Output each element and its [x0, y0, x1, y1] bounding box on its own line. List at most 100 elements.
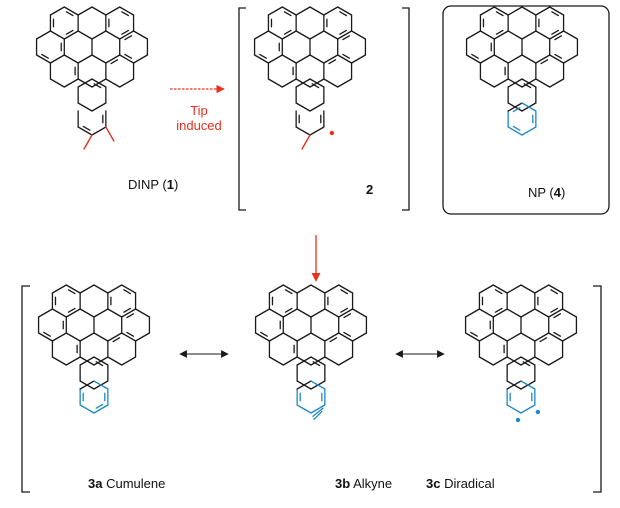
ring-bond [309, 126, 325, 136]
bracket-right-2 [402, 7, 410, 211]
np-box [442, 5, 610, 215]
double-bond [340, 307, 349, 313]
bond [51, 284, 67, 294]
bond [310, 356, 326, 366]
double-bond [126, 331, 135, 337]
bond [65, 332, 81, 342]
label-np-post: ) [561, 185, 566, 200]
bond [506, 332, 522, 342]
bond [493, 54, 509, 64]
bond [337, 54, 353, 64]
bond [478, 332, 494, 342]
double-bond [553, 331, 562, 337]
double-bond [551, 11, 560, 17]
bond [295, 6, 311, 16]
bond [520, 332, 536, 342]
bond [324, 308, 340, 318]
label-3b-name: Alkyne [353, 476, 393, 491]
bond [562, 54, 579, 64]
bond [535, 6, 551, 16]
ring-bond [79, 404, 95, 414]
bond [479, 54, 495, 64]
bond [337, 30, 353, 40]
bond [323, 78, 339, 88]
bond [267, 6, 283, 16]
bond [107, 356, 123, 366]
bond [534, 356, 550, 366]
double-bond [123, 307, 132, 313]
ring-bond [520, 404, 536, 414]
double-bond [495, 29, 504, 35]
label-dinp: DINP (1) [128, 177, 178, 192]
bond [134, 308, 151, 318]
bond [268, 308, 284, 318]
bond [492, 308, 508, 318]
double-bond [260, 331, 268, 337]
bond [310, 308, 326, 318]
bond [93, 332, 109, 342]
label-3b: 3b Alkyne [335, 476, 392, 491]
bond [77, 30, 93, 40]
bond [535, 78, 551, 88]
c-i-bond [301, 134, 311, 150]
bond [323, 54, 339, 64]
bond [121, 356, 137, 366]
bond [492, 356, 508, 366]
double-bond [523, 83, 532, 89]
bond [520, 308, 536, 318]
bond [51, 308, 67, 318]
triple-bond [312, 407, 324, 417]
double-bond [340, 289, 349, 295]
bond [268, 332, 284, 342]
bond [65, 284, 81, 294]
bond [268, 284, 284, 294]
bond [93, 284, 109, 294]
bond [464, 308, 481, 318]
bond [105, 30, 121, 40]
bond [549, 78, 565, 88]
bond [267, 78, 283, 88]
molecule-3b-alkyne [254, 284, 368, 421]
double-bond [471, 53, 479, 59]
bond [309, 30, 325, 40]
ring-bond [310, 380, 326, 390]
ring-bond [507, 126, 523, 136]
bond [296, 332, 312, 342]
bond [281, 54, 297, 64]
double-bond [121, 11, 130, 17]
double-bond [343, 331, 352, 337]
bond [105, 54, 121, 64]
radical-dot [329, 130, 335, 136]
bond [295, 54, 311, 64]
bond [51, 356, 67, 366]
bond [282, 356, 298, 366]
bond [254, 308, 271, 318]
label-2: 2 [366, 182, 373, 197]
bond [119, 78, 135, 88]
bracket-left-2 [238, 7, 246, 211]
bond [91, 6, 107, 16]
bond [79, 284, 95, 294]
bond [37, 332, 54, 342]
ring-double [95, 403, 104, 409]
bond [549, 54, 565, 64]
double-bond [312, 361, 321, 367]
ring-bond [93, 404, 109, 414]
double-bond [65, 11, 74, 17]
double-bond [93, 83, 102, 89]
label-3a: 3a Cumulene [88, 476, 165, 491]
double-bond [126, 313, 135, 319]
ring-bond [296, 380, 312, 390]
double-bond [495, 11, 504, 17]
bond [79, 332, 95, 342]
bond [506, 284, 522, 294]
bond [107, 332, 123, 342]
bond [93, 308, 109, 318]
double-bond [67, 289, 76, 295]
bond [93, 356, 109, 366]
bond [492, 332, 508, 342]
bond [478, 308, 494, 318]
double-bond [339, 11, 348, 17]
bond [337, 6, 353, 16]
bond [338, 308, 354, 318]
